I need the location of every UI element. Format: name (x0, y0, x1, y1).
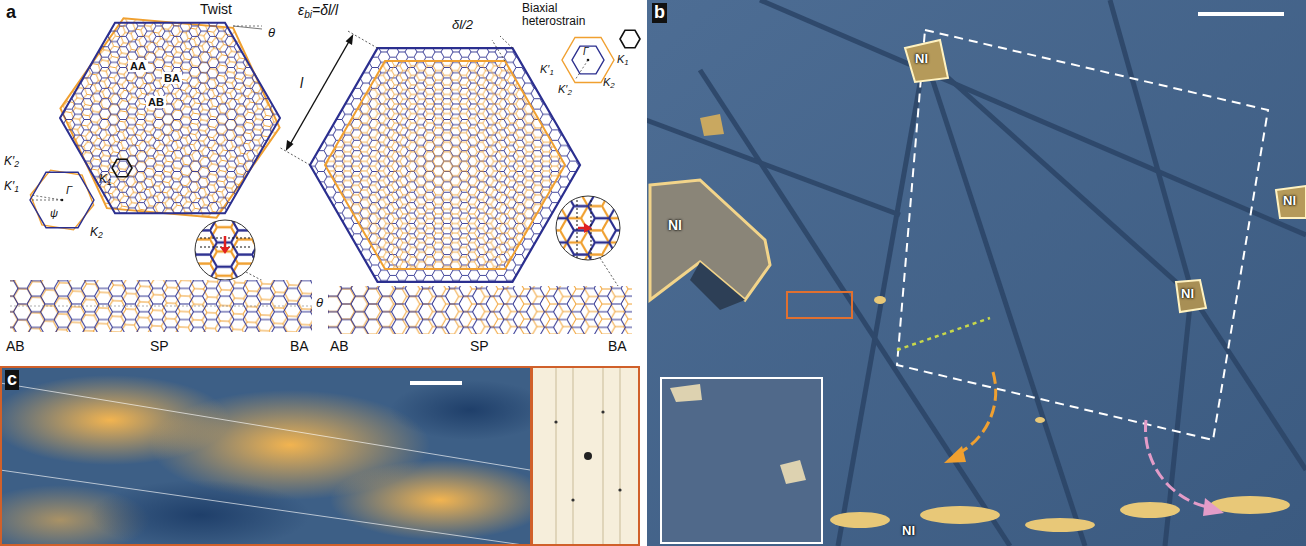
k-point-label: K′2 (558, 83, 572, 95)
panel-title: Twist (200, 2, 232, 17)
k-point-label: K2 (603, 76, 615, 88)
island-label: NI (1181, 287, 1194, 301)
k-point-label: K2 (90, 226, 103, 239)
k-point-label: K′1 (4, 180, 19, 193)
stacking-label: AB (6, 339, 25, 354)
angle-label: ψ (50, 207, 58, 219)
stacking-label: BA (290, 339, 309, 354)
island-label: NI (915, 52, 928, 66)
island-label: NI (1283, 194, 1296, 208)
stacking-label: AB (146, 96, 166, 108)
stacking-label: SP (470, 339, 489, 354)
panel-letter: b (652, 3, 667, 23)
stacking-label: AA (128, 60, 148, 72)
stacking-label: BA (608, 339, 627, 354)
strain-formula: εbi=δl/l (298, 3, 338, 18)
k-point-label: K1 (99, 173, 112, 186)
island-label: NI (902, 524, 915, 538)
stacking-label: AB (330, 339, 349, 354)
angle-label: θ (316, 296, 323, 310)
angle-label: θ (266, 26, 277, 40)
panel-title: Biaxial heterostrain (522, 2, 606, 28)
k-point-label: K′2 (4, 155, 19, 168)
island-label: NI (668, 218, 682, 233)
k-point-label: K′1 (540, 63, 554, 75)
panel-letter: a (6, 3, 16, 23)
dimension-label: δl/2 (452, 18, 473, 32)
stacking-label: BA (162, 72, 182, 84)
stacking-label: SP (150, 339, 169, 354)
dimension-label: l (300, 76, 303, 91)
panel-letter: c (5, 370, 19, 390)
k-point-label: K1 (617, 53, 629, 65)
gamma-label: Γ (66, 184, 72, 196)
gamma-label: Γ (583, 46, 589, 57)
